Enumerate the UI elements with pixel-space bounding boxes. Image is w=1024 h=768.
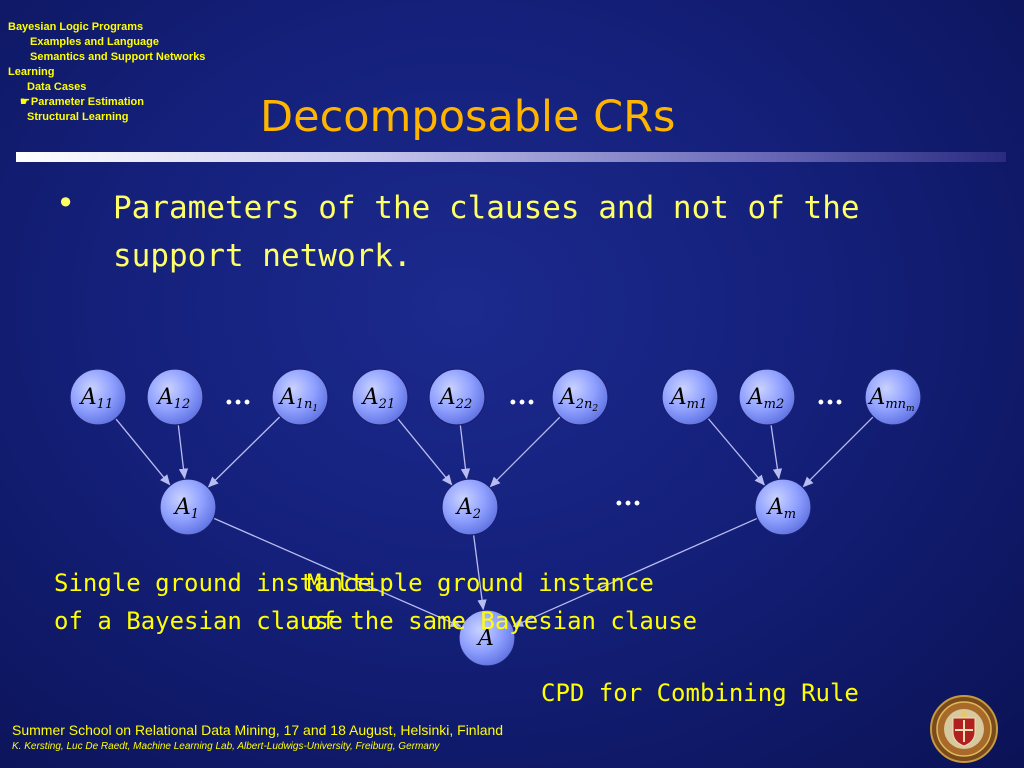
node-label: Am [766, 495, 796, 522]
nav-item[interactable]: Examples and Language [30, 36, 159, 48]
dependency-edge [472, 534, 487, 611]
node-circle [146, 368, 204, 426]
node-label: A12 [156, 385, 190, 412]
edge-layer [115, 416, 874, 628]
dependency-edge [115, 418, 171, 486]
parent-node: A21 [351, 368, 409, 426]
node-label: Am1 [669, 385, 708, 412]
nav-item-label: Parameter Estimation [30, 96, 144, 108]
node-circle [441, 478, 499, 536]
node-label: A2n2 [558, 385, 599, 414]
child-node: A1 [159, 478, 217, 536]
dependency-edge [213, 517, 462, 628]
caption-line: of a Bayesian clause [54, 607, 343, 635]
parent-node: A2n2 [551, 368, 609, 426]
ellipsis-layer: ............ [224, 381, 843, 512]
caption-multiple-instance: Multiple ground instance of the same Bay… [307, 564, 697, 640]
dependency-edge [397, 418, 453, 486]
ellipsis-mark: ... [816, 381, 843, 411]
outline-nav: Bayesian Logic Programs Examples and Lan… [8, 20, 205, 125]
nav-item[interactable]: Learning [8, 66, 55, 78]
caption-cpd: CPD for Combining Rule [541, 679, 859, 707]
parent-node: Amnm [864, 368, 922, 426]
root-node: A [458, 609, 516, 667]
node-label: A11 [79, 385, 113, 412]
title-divider [16, 152, 1006, 162]
university-seal-icon [930, 695, 998, 763]
footer-event: Summer School on Relational Data Mining,… [12, 722, 504, 738]
node-label: Amnm [867, 385, 914, 414]
node-circle [428, 368, 486, 426]
nav-item[interactable]: Structural Learning [27, 111, 129, 123]
child-node: Am [754, 478, 812, 536]
node-label: A [476, 626, 494, 651]
dependency-edge [770, 424, 783, 480]
node-circle [661, 368, 719, 426]
caption-single-instance: Single ground instance of a Bayesian cla… [54, 564, 372, 640]
dependency-edge [512, 517, 758, 628]
nav-item[interactable]: Bayesian Logic Programs [8, 21, 144, 33]
child-node: A2 [441, 478, 499, 536]
node-label: A21 [361, 385, 395, 412]
parent-node: Am1 [661, 368, 719, 426]
node-circle [159, 478, 217, 536]
pointing-hand-icon: ☛ [20, 96, 30, 108]
nav-item-current[interactable]: ☛Parameter Estimation [8, 95, 205, 110]
node-label: Am2 [746, 385, 785, 412]
node-label: A1 [173, 495, 199, 522]
ellipsis-mark: ... [508, 381, 535, 411]
node-label: A22 [438, 385, 472, 412]
node-circle [69, 368, 127, 426]
parent-node: A22 [428, 368, 486, 426]
dependency-edge [177, 424, 189, 480]
node-circle [458, 609, 516, 667]
caption-line: of the same Bayesian clause [307, 607, 698, 635]
dependency-edge [459, 424, 471, 480]
node-circle [351, 368, 409, 426]
node-circle [754, 478, 812, 536]
node-circle [738, 368, 796, 426]
parent-node: A11 [69, 368, 127, 426]
nav-item[interactable]: Semantics and Support Networks [30, 51, 206, 63]
node-label: A1n1 [278, 385, 318, 414]
parent-node: A1n1 [271, 368, 329, 426]
dependency-edge [802, 416, 874, 488]
dependency-edge [489, 416, 561, 488]
node-circle [271, 368, 329, 426]
node-label: A2 [455, 495, 481, 522]
node-circle [551, 368, 609, 426]
footer-authors: K. Kersting, Luc De Raedt, Machine Learn… [12, 741, 440, 752]
bullet-text: Parameters of the clauses and not of the… [113, 190, 860, 274]
ellipsis-mark: ... [224, 381, 251, 411]
dependency-edge [707, 417, 766, 487]
nav-item[interactable]: Data Cases [27, 81, 87, 93]
bullet-marker: • [56, 184, 76, 222]
node-circle [864, 368, 922, 426]
parent-node: Am2 [738, 368, 796, 426]
parent-node: A12 [146, 368, 204, 426]
dependency-edge [207, 416, 281, 488]
ellipsis-mark: ... [614, 482, 641, 512]
caption-line: Single ground instance [54, 569, 372, 597]
slide-title: Decomposable CRs [260, 92, 676, 142]
caption-line: Multiple ground instance [307, 569, 654, 597]
